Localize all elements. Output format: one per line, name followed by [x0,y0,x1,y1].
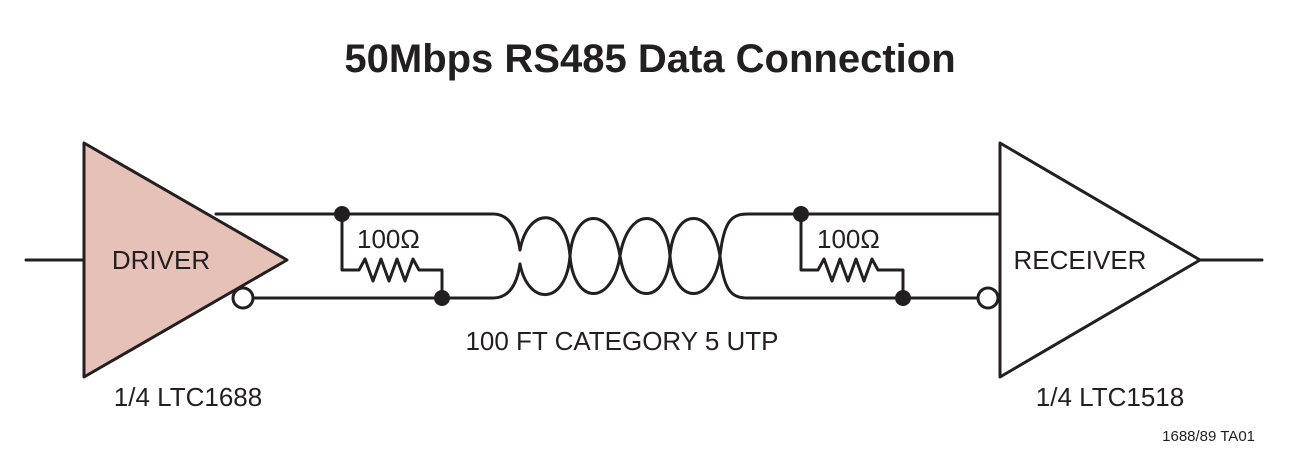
junction-dot [793,206,809,222]
cable-label: 100 FT CATEGORY 5 UTP [465,326,778,356]
termination-resistor-right [799,212,905,300]
line-b-driver-side [251,262,522,300]
termination-resistor-left [340,212,444,300]
line-a-driver-side [214,212,522,252]
junction-dot [434,290,450,306]
receiver-triangle [998,141,1202,379]
driver-inverting-output-bubble [231,286,255,310]
diagram-title: 50Mbps RS485 Data Connection [344,37,955,81]
driver-part-number: 1/4 LTC1688 [114,382,262,412]
driver-label: DRIVER [112,245,210,275]
receiver-inverting-input-bubble [976,286,1000,310]
junction-dot [334,206,350,222]
figure-id: 1688/89 TA01 [1162,428,1255,445]
termination-value-right: 100Ω [817,224,880,254]
driver-triangle [82,141,289,379]
twisted-pair-cable [518,212,750,300]
receiver-part-number: 1/4 LTC1518 [1036,382,1184,412]
termination-value-left: 100Ω [357,224,420,254]
junction-dot [895,290,911,306]
receiver-label: RECEIVER [1014,245,1147,275]
